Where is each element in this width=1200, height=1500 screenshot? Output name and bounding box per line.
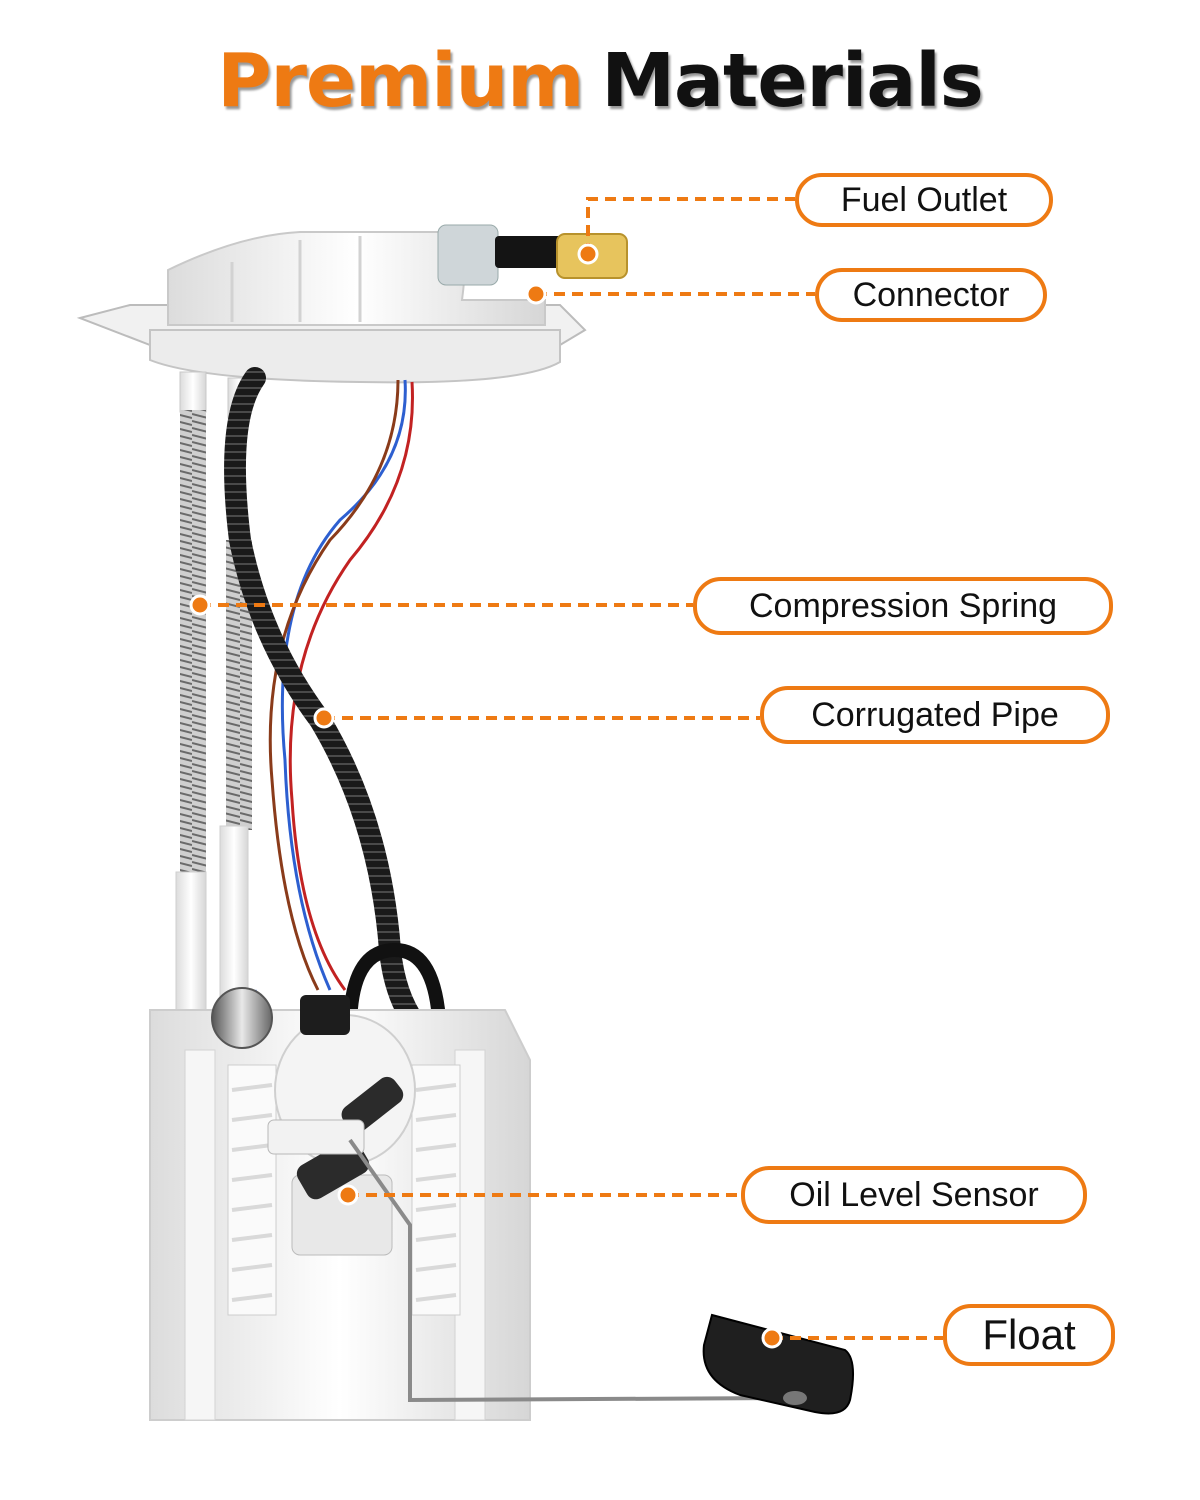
return-loop [343, 942, 447, 1046]
fuel-outlet-leader-line [586, 197, 795, 254]
fuel-outlet-callout: Fuel Outlet [795, 173, 1053, 227]
title-word-materials: Materials [601, 38, 983, 124]
corrugated-pipe-marker-dot [313, 707, 335, 729]
compression-spring-marker-dot [189, 594, 211, 616]
connector-marker-dot [525, 283, 547, 305]
reservoir-bucket [149, 987, 531, 1421]
oil-level-sensor-callout: Oil Level Sensor [741, 1166, 1087, 1224]
float-marker-dot [761, 1327, 783, 1349]
float-callout: Float [943, 1304, 1115, 1366]
connector-callout: Connector [815, 268, 1047, 322]
level-sensor-assembly [267, 1076, 791, 1403]
title-word-premium: Premium [217, 38, 584, 124]
float-body [702, 1313, 855, 1415]
fuel-outlet-port [437, 224, 628, 286]
corrugated-pipe-tube [224, 367, 431, 1041]
fuel-outlet-marker-dot [577, 243, 599, 265]
compression-spring-callout: Compression Spring [693, 577, 1113, 635]
oil-level-sensor-marker-dot [337, 1184, 359, 1206]
corrugated-pipe-callout: Corrugated Pipe [760, 686, 1110, 744]
callout-leaders [189, 197, 943, 1349]
